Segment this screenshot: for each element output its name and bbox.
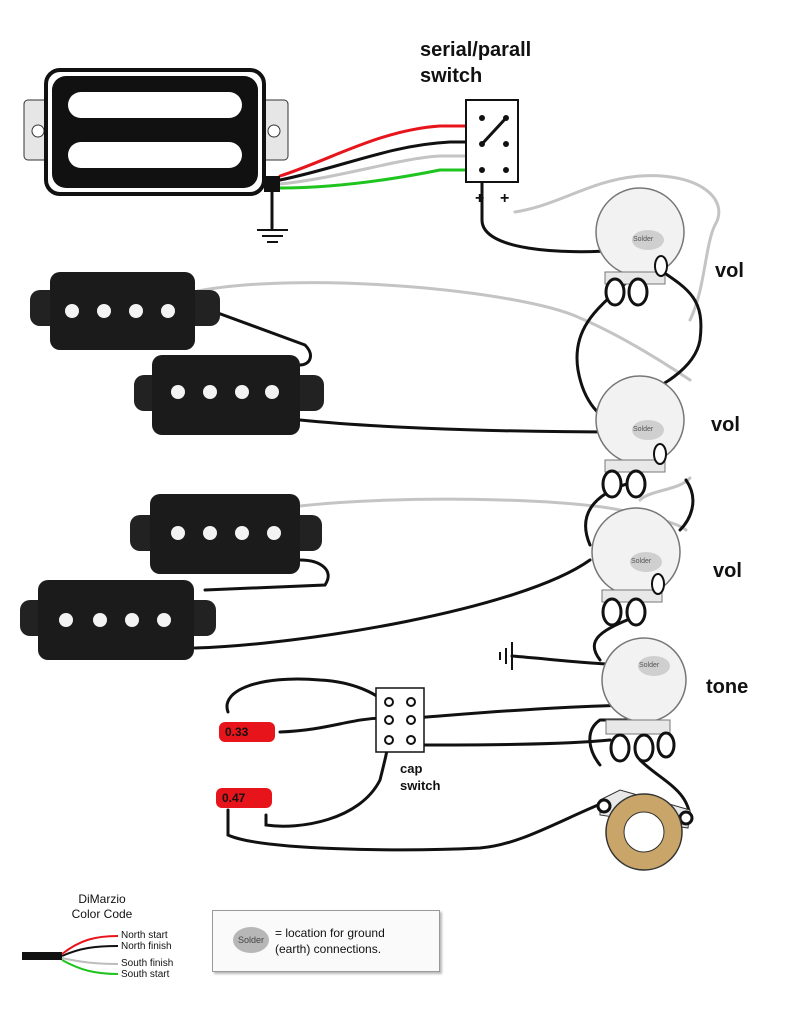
legend-title-line2: Color Code — [71, 907, 133, 921]
switch-title-line2: switch — [420, 65, 483, 87]
solder-legend-line2: (earth) connections. — [275, 942, 382, 956]
legend-north-finish: North finish — [121, 941, 172, 952]
solder-legend-description: = location for ground (earth) connection… — [275, 925, 385, 957]
vol-label-1: vol — [715, 260, 744, 282]
plus-left: + — [475, 190, 485, 207]
solder-blob-icon: Solder — [233, 927, 269, 953]
output-jack — [596, 789, 694, 871]
solder-legend-line1: = location for ground — [275, 926, 385, 940]
volume-pot-3 — [591, 507, 681, 627]
legend-north-start: North start — [121, 930, 168, 941]
legend-title-line1: DiMarzio — [78, 892, 126, 906]
solder-tag-1: Solder — [633, 236, 654, 243]
tone-ground-symbol — [499, 642, 513, 670]
volume-pot-1 — [595, 187, 685, 307]
tone-label: tone — [706, 676, 749, 698]
solder-tag-2: Solder — [633, 426, 654, 433]
switch-title-line1: serial/parall — [420, 39, 532, 61]
p-pickup-1b — [134, 355, 324, 435]
humbucker-pickup — [23, 68, 289, 196]
legend-south-start: South start — [121, 969, 170, 980]
cap-switch-label-line2: switch — [400, 778, 441, 793]
p-pickup-2b — [20, 580, 216, 660]
ground-symbol — [257, 229, 288, 243]
serial-parallel-switch — [465, 99, 519, 183]
cap-switch — [375, 687, 425, 753]
capacitor-033: 0.33 — [219, 722, 275, 742]
capacitor-047: 0.47 — [216, 788, 272, 808]
color-code-wires — [22, 935, 119, 975]
vol-label-2: vol — [711, 414, 740, 436]
p-pickup-1a — [30, 272, 220, 350]
solder-tag-4: Solder — [639, 662, 660, 669]
humbucker-leads — [270, 124, 510, 230]
solder-tag-3: Solder — [631, 558, 652, 565]
plus-right: + — [500, 190, 510, 207]
legend-south-finish: South finish — [121, 958, 174, 969]
cap-switch-label-line1: cap — [400, 761, 423, 776]
vol-label-3: vol — [713, 560, 742, 582]
tone-pot — [601, 637, 687, 763]
p-pickup-2a — [130, 494, 322, 574]
solder-legend: Solder = location for ground (earth) con… — [212, 910, 440, 972]
volume-pot-2 — [595, 375, 685, 499]
